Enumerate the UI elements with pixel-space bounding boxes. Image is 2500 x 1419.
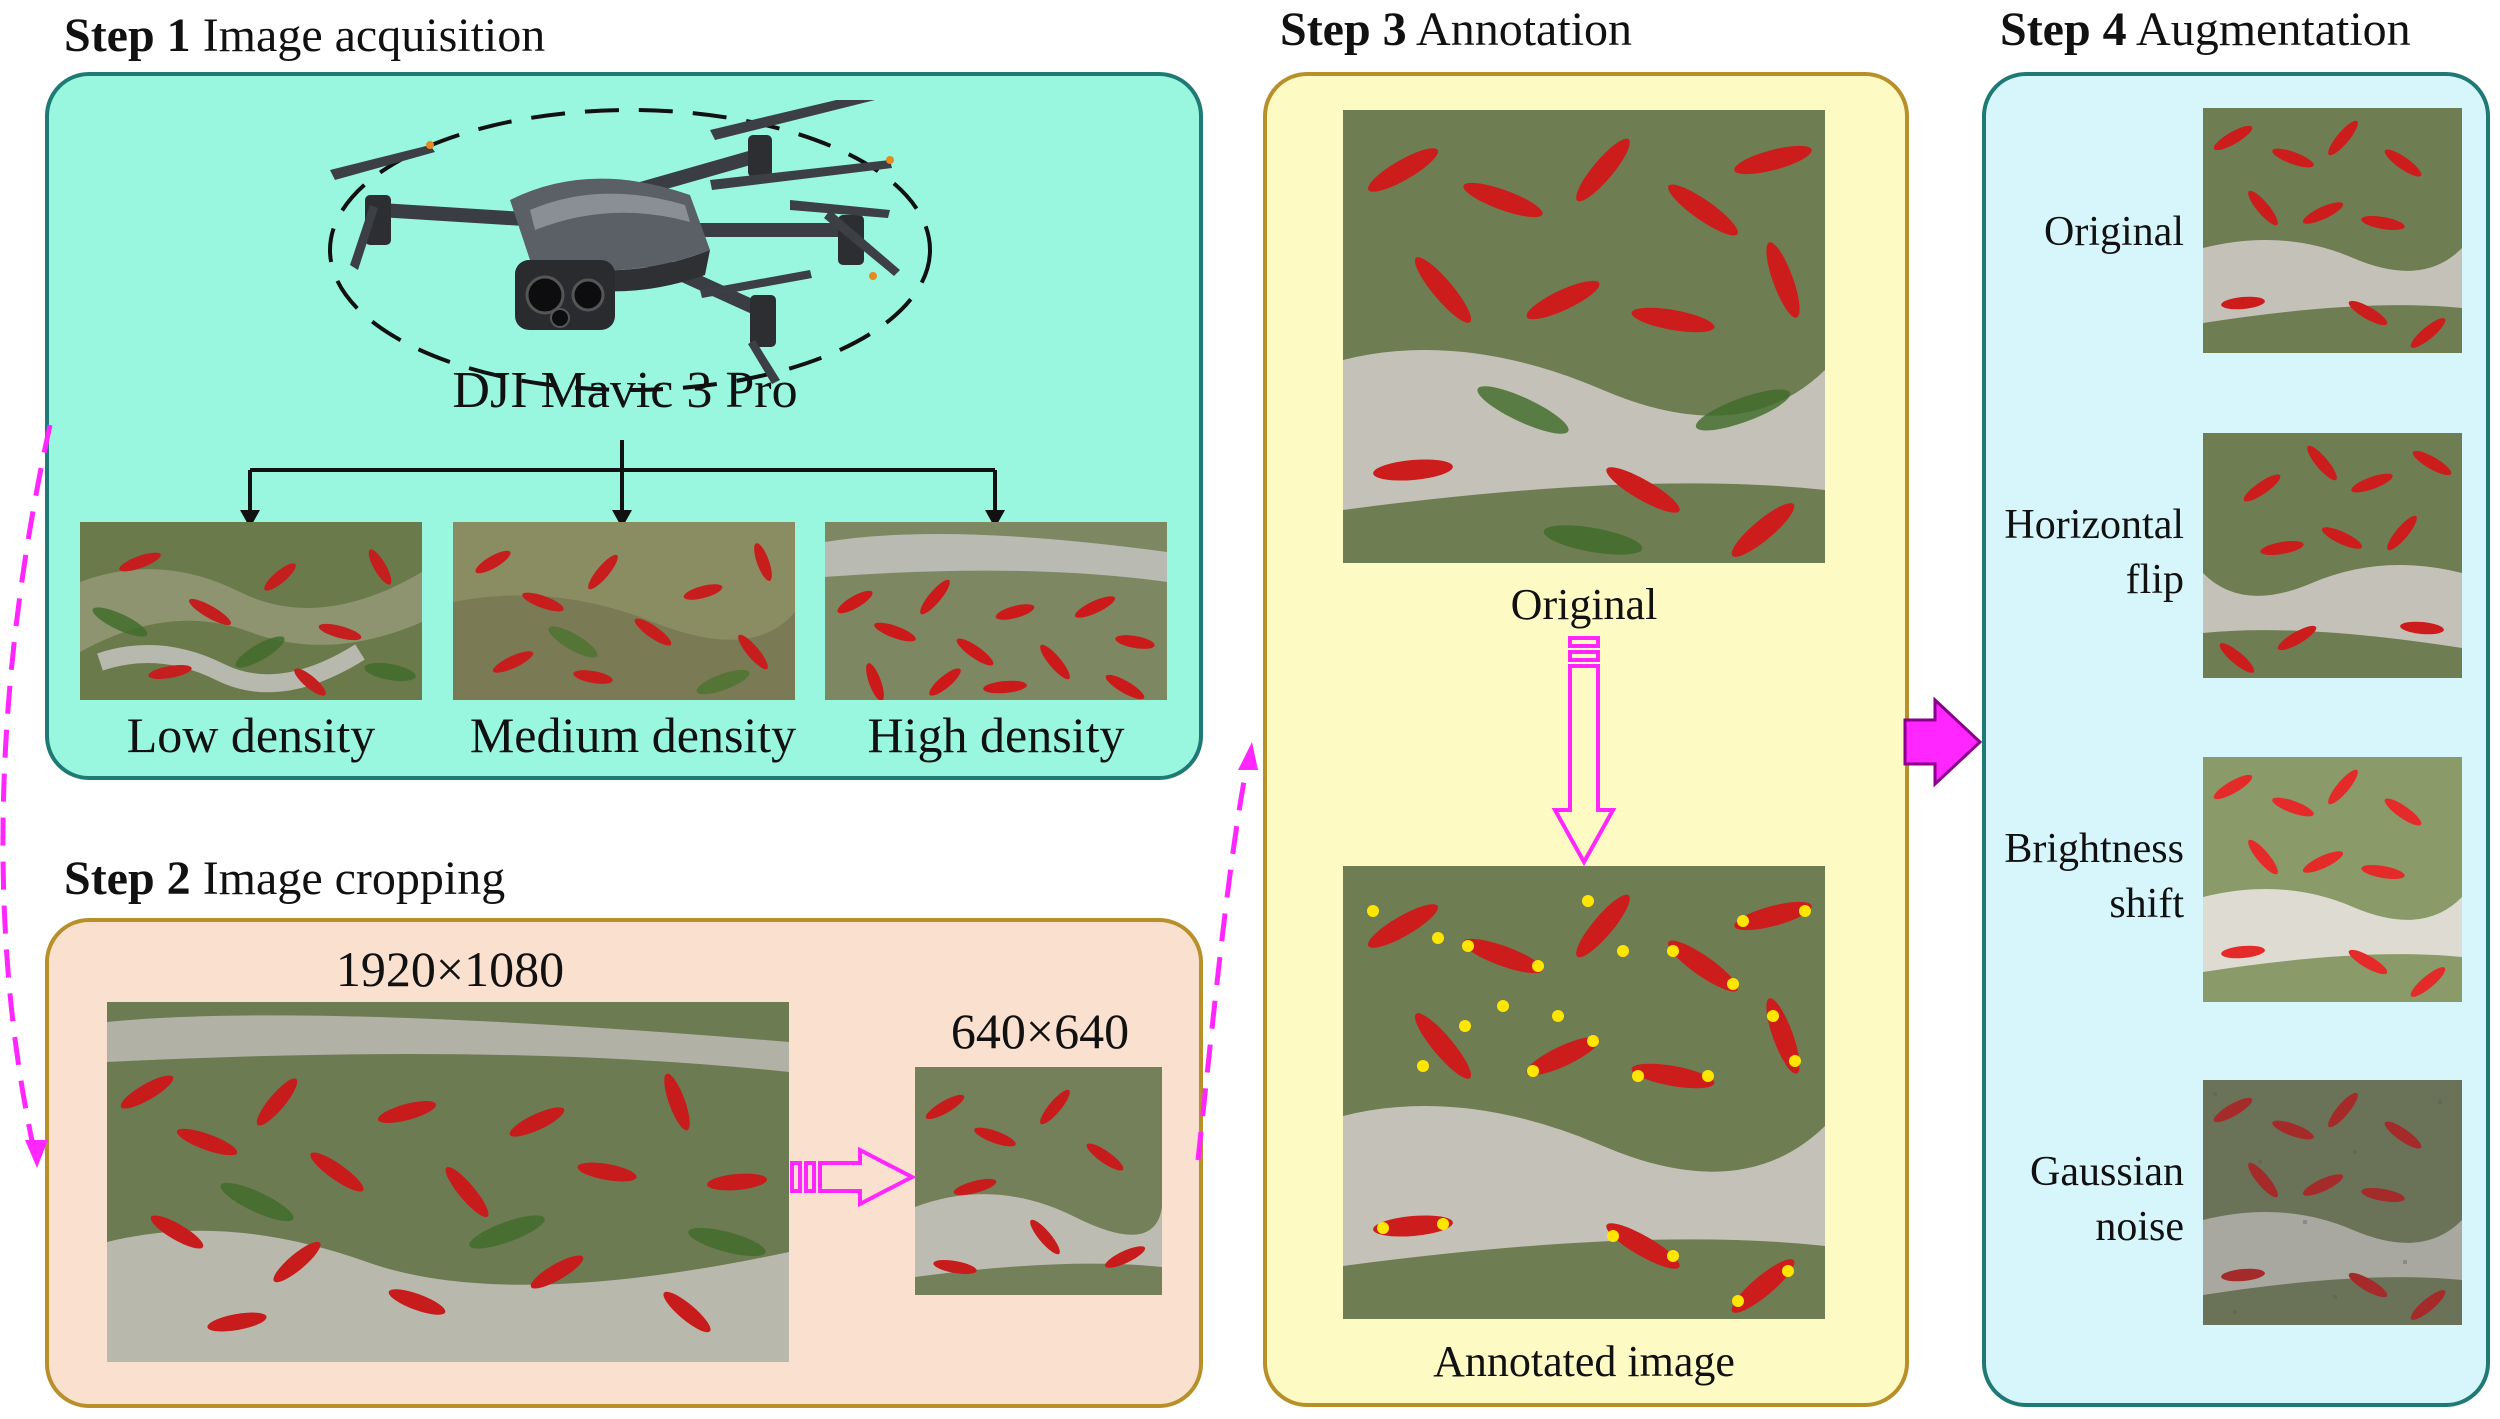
crop-size-label: 640×640 xyxy=(950,1003,1130,1059)
original-image xyxy=(1343,110,1825,563)
aug-noise-label: Gaussian noise xyxy=(2030,1149,2184,1250)
step3-to-step4-arrow xyxy=(1903,696,1983,788)
aug-hflip-image xyxy=(2203,433,2462,678)
annotated-label: Annotated image xyxy=(1433,1337,1735,1386)
step1-title: Step 1 Image acquisition xyxy=(64,9,546,62)
original-label: Original xyxy=(1510,580,1658,629)
aug-original-image xyxy=(2203,108,2462,353)
annotated-image xyxy=(1343,866,1825,1319)
aug-brightness-label: Brightness shift xyxy=(2004,826,2184,927)
high-density-photo xyxy=(825,522,1167,700)
source-image xyxy=(107,1002,789,1362)
step2-to-step3-arrow xyxy=(1195,759,1251,1161)
density-connector xyxy=(240,440,1005,528)
low-density-label: Low density xyxy=(126,707,376,763)
step4-title: Step 4 Augmentation xyxy=(2000,3,2411,56)
step1-to-step2-arrow xyxy=(0,424,53,1156)
source-size-label: 1920×1080 xyxy=(335,941,565,997)
drone-label: DJI Mavic 3 Pro xyxy=(452,362,798,419)
aug-hflip-label: Horizontal flip xyxy=(2004,502,2184,603)
aug-noise-image xyxy=(2203,1080,2462,1325)
low-density-photo xyxy=(80,522,422,700)
step2-title: Step 2 Image cropping xyxy=(64,852,506,905)
aug-original-label: Original xyxy=(2044,209,2184,255)
high-density-label: High density xyxy=(867,707,1125,763)
step3-title: Step 3 Annotation xyxy=(1280,3,1633,56)
medium-density-label: Medium density xyxy=(469,707,797,763)
drone-illustration xyxy=(328,100,932,392)
aug-brightness-image xyxy=(2203,757,2462,1002)
cropped-image xyxy=(915,1067,1162,1295)
medium-density-photo xyxy=(453,522,795,700)
